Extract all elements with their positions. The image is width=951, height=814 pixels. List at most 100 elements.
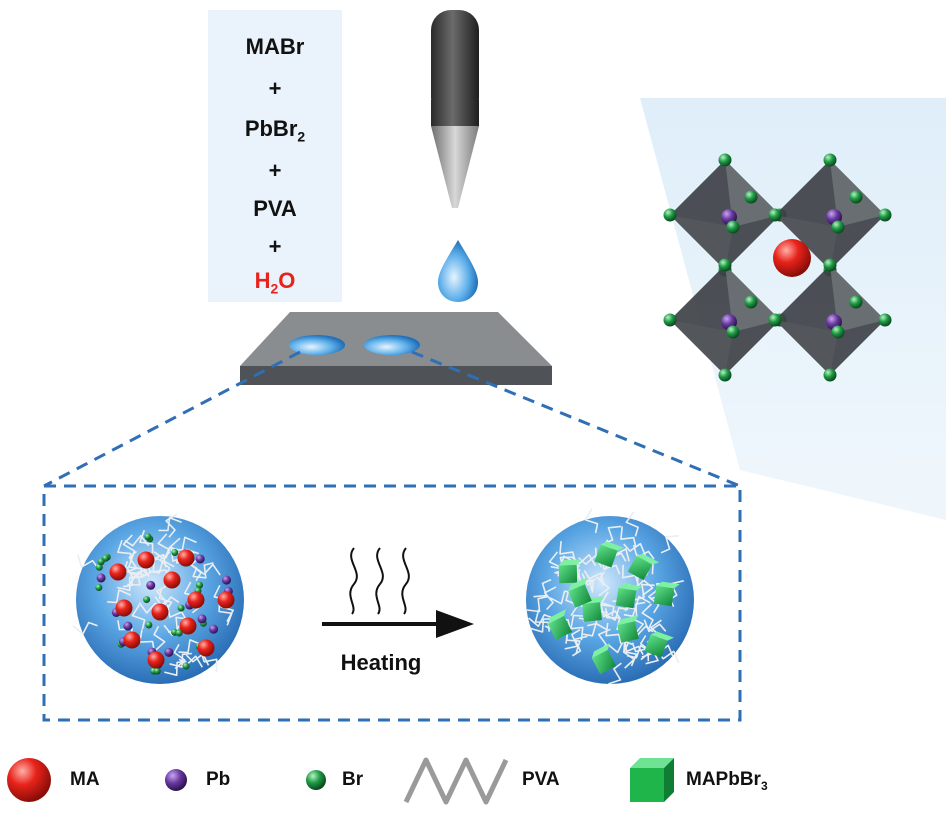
pva-chain [603,607,629,621]
deposited-droplet [289,335,345,355]
pva-chain [600,591,615,617]
br-atom [878,208,892,222]
deposited-droplet [364,335,420,355]
crystal-inset-backdrop [640,98,946,470]
br-atom [95,584,103,592]
mapbbr3-crystal [558,559,582,584]
mapbbr3-legend-icon [630,758,674,802]
ma-molecule [151,603,169,621]
plus-sign: + [268,76,282,101]
ma-molecule [179,617,197,635]
crystal-top [600,541,624,551]
br-atom [831,325,845,339]
pva-chain [153,625,166,652]
pb-legend-icon [165,769,187,791]
pva-chain [643,619,667,633]
crystal-face [591,649,617,675]
crystal-face [644,634,668,658]
ma-molecule [197,639,215,657]
ma-molecule [123,631,141,649]
pva-chain [620,526,637,548]
legend-label-pva: PVA [522,769,560,790]
mapbbr3-crystal [653,581,680,607]
pva-chain [173,643,186,670]
br-atom [97,558,105,566]
plus-sign: + [268,234,282,259]
mapbbr3-crystal [617,615,639,643]
light-beam [740,470,946,520]
legend-label-pb: Pb [206,769,231,790]
pb-atom [123,621,133,631]
crystal-top [547,609,567,625]
pva-chain [193,562,214,579]
br-legend-icon [306,770,326,790]
pva-chain [603,525,622,545]
pb-atom [96,573,106,583]
pva-chain [124,550,138,574]
ma-molecule [115,599,133,617]
pva-chain [631,609,644,635]
plus-sign: + [268,158,282,183]
crystal-face [547,615,573,641]
pb-atom [209,624,219,634]
crystal-face [582,602,602,622]
pva-chain [648,588,660,614]
br-atom [196,581,204,589]
octahedron-face [670,320,733,375]
br-atom [718,258,732,272]
br-atom [726,325,740,339]
pva-chain [544,586,557,611]
octahedron-face [670,215,733,270]
br-atom [171,549,179,557]
crystal-face [627,555,653,581]
br-atom [849,190,863,204]
ma-molecule [187,591,205,609]
crystal-top [591,643,610,659]
br-atom [718,153,732,167]
legend-label-mapbbr3: MAPbBr3 [686,769,768,793]
br-atom [849,295,863,309]
pva-chain [529,618,553,633]
ma-molecule [217,591,235,609]
mapbbr3-crystal [615,583,643,609]
dispenser-pen [431,10,479,208]
pb-atom [222,575,232,585]
crystal-top [617,615,639,626]
pva-chain [583,570,605,586]
reagent-list: MABr + PbBr2 + PVA + H2O [208,10,342,302]
pva-chain [528,614,554,627]
pva-chain [131,604,146,630]
pva-chain [623,542,647,556]
pva-chain [157,533,171,559]
pva-chain [166,604,188,621]
pva-chain [564,629,581,650]
pva-chain [200,652,218,673]
pva-chain [218,602,233,626]
pb-atom [197,614,207,624]
mapbbr3-crystal [627,553,660,581]
pva-chain [122,571,145,588]
br-atom [823,258,837,272]
crystal-face [594,544,618,568]
br-atom [663,313,677,327]
br-atom [175,629,183,637]
crystal-face [617,621,639,643]
pva-chain [185,653,210,666]
pva-chain [139,529,154,554]
crystal-face [568,584,592,608]
pva-chain [124,535,150,547]
mapbbr3-crystal [568,577,592,608]
pva-chain [172,536,197,551]
legend-label-ma: MA [70,769,100,790]
br-atom [663,208,677,222]
pva-chain [77,554,99,569]
pb-atom [164,647,174,657]
ma-molecule [147,651,165,669]
pva-chain [621,564,639,585]
ma-legend-icon [7,758,51,802]
heat-icon [349,547,410,615]
pva-chain [660,535,679,554]
pva-chain [565,591,579,617]
ma-molecule [137,551,155,569]
